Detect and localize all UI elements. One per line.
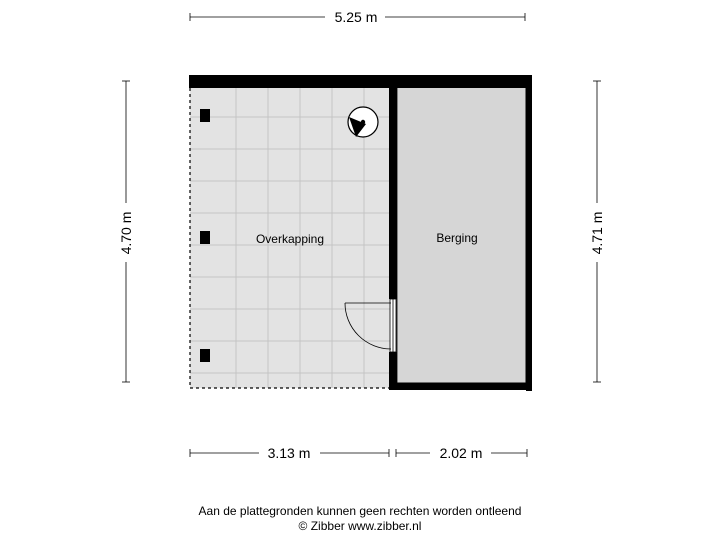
dimension-left [122,80,130,383]
dimension-right [593,80,601,383]
dimension-top-label: 5.25 m [335,9,378,25]
post [200,349,210,362]
footer-disclaimer: Aan de plattegronden kunnen geen rechten… [198,504,522,518]
post [200,231,210,244]
dimension-bottom-left [189,449,390,457]
room-label-overkapping: Overkapping [256,232,324,246]
open-edge-dashed [189,88,390,389]
footer-copyright: © Zibber www.zibber.nl [298,519,422,533]
post [200,109,210,122]
dimension-top [189,13,526,21]
berging-outline [396,81,527,384]
dimension-left-label: 4.70 m [118,212,134,255]
dimension-right-label: 4.71 m [589,212,605,255]
drain-symbol [347,106,379,138]
walls [189,75,532,391]
dimension-bottom-right [395,449,528,457]
berging-floor [398,82,526,384]
dimension-bottom-left-label: 3.13 m [268,445,311,461]
dimension-bottom-right-label: 2.02 m [440,445,483,461]
overkapping-floor [190,88,390,388]
door [344,298,397,353]
room-label-berging: Berging [436,231,477,245]
